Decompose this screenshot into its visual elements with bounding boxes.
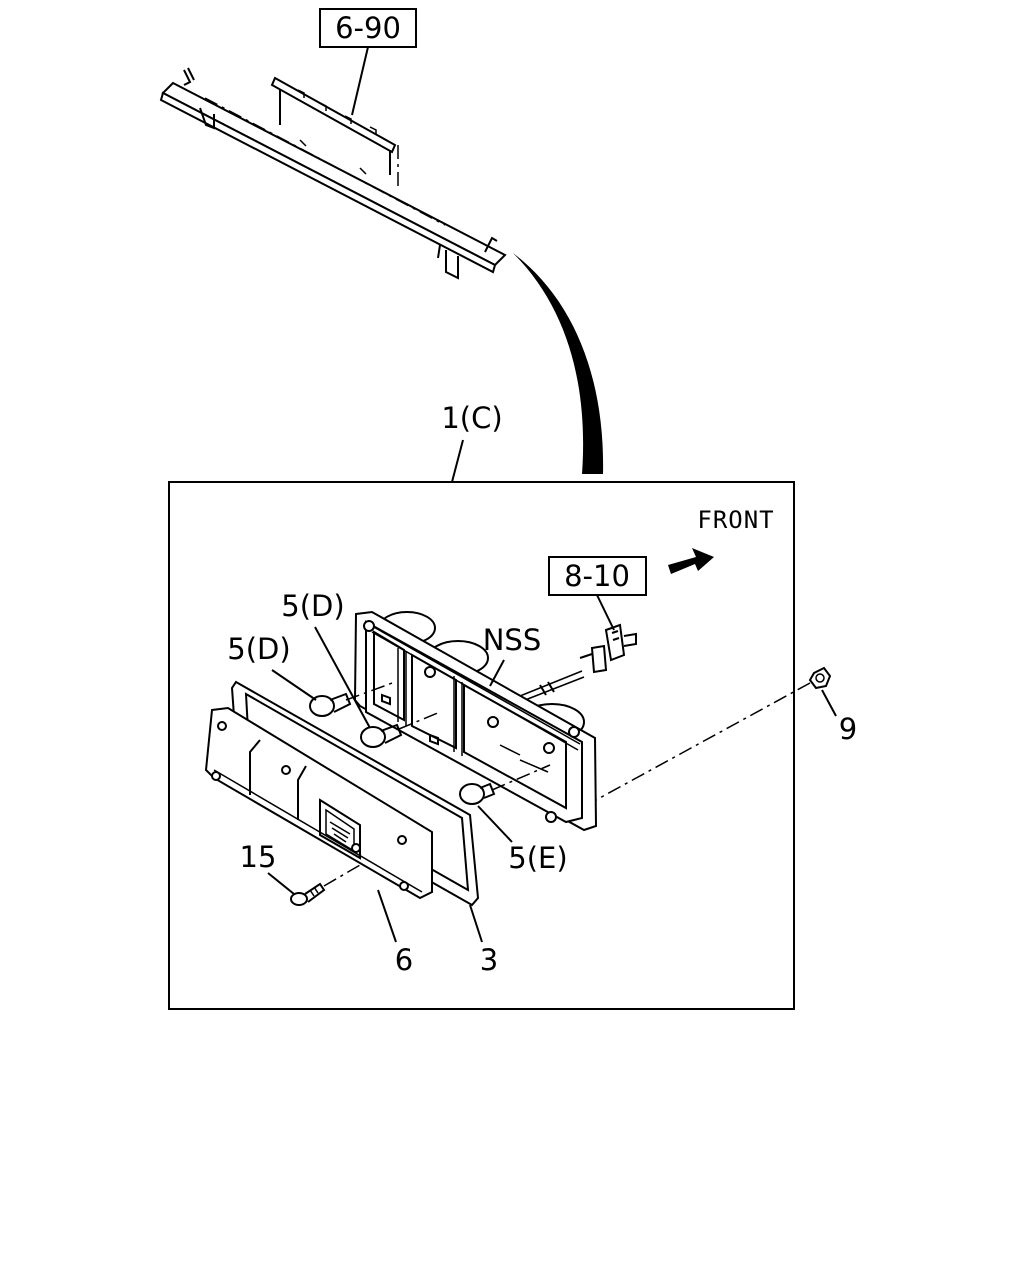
nss-leader [489, 659, 505, 687]
bulb-d-upper-label: 5(D) [281, 589, 344, 623]
bulb-d-lower [360, 723, 403, 748]
lens [204, 706, 433, 900]
nss-label: NSS [483, 623, 542, 657]
bracket-plate [270, 76, 397, 175]
ref-6-90-box[interactable]: 6-90 [319, 8, 417, 48]
screw-line [323, 864, 361, 887]
gasket-leader [469, 904, 483, 943]
svg-text:8-10: 8-10 [564, 559, 630, 593]
front-arrow-icon [668, 548, 714, 574]
detail-frame [168, 481, 795, 1010]
bulb-e-label: 5(E) [508, 841, 567, 875]
nut [808, 666, 832, 690]
bracket-rail [159, 67, 507, 280]
bulb-d-lower-leader [271, 669, 317, 701]
nut-label: 9 [839, 712, 857, 746]
svg-text:6-90: 6-90 [335, 11, 401, 45]
front-label: FRONT [697, 506, 774, 534]
screw [290, 882, 326, 906]
ref-8-10-box[interactable]: 8-10 [548, 556, 647, 596]
bulb-d-upper [309, 692, 352, 717]
nut-leader [821, 689, 837, 717]
assembly-leader [451, 439, 464, 483]
nut-line [595, 682, 811, 801]
screw-leader [267, 872, 295, 895]
connection-arc [513, 253, 604, 474]
bracket-centerline [204, 97, 446, 226]
lens-leader [377, 889, 397, 943]
bulb-d-upper-leader [314, 626, 371, 729]
bulb-e-leader [477, 805, 513, 843]
ref-6-90-leader [351, 46, 369, 116]
screw-label: 15 [240, 840, 277, 874]
gasket-label: 3 [480, 943, 498, 977]
bulb-e [459, 782, 496, 805]
bulb-d-lower-label: 5(D) [227, 632, 290, 666]
bulb-d-lower-line [398, 711, 441, 730]
lamp-housing [353, 610, 598, 832]
assembly-label: 1(C) [441, 401, 502, 435]
lens-label: 6 [395, 943, 413, 977]
ref-8-10-leader [596, 594, 615, 631]
bulb-e-line [491, 764, 551, 791]
harness-connector [519, 623, 637, 703]
